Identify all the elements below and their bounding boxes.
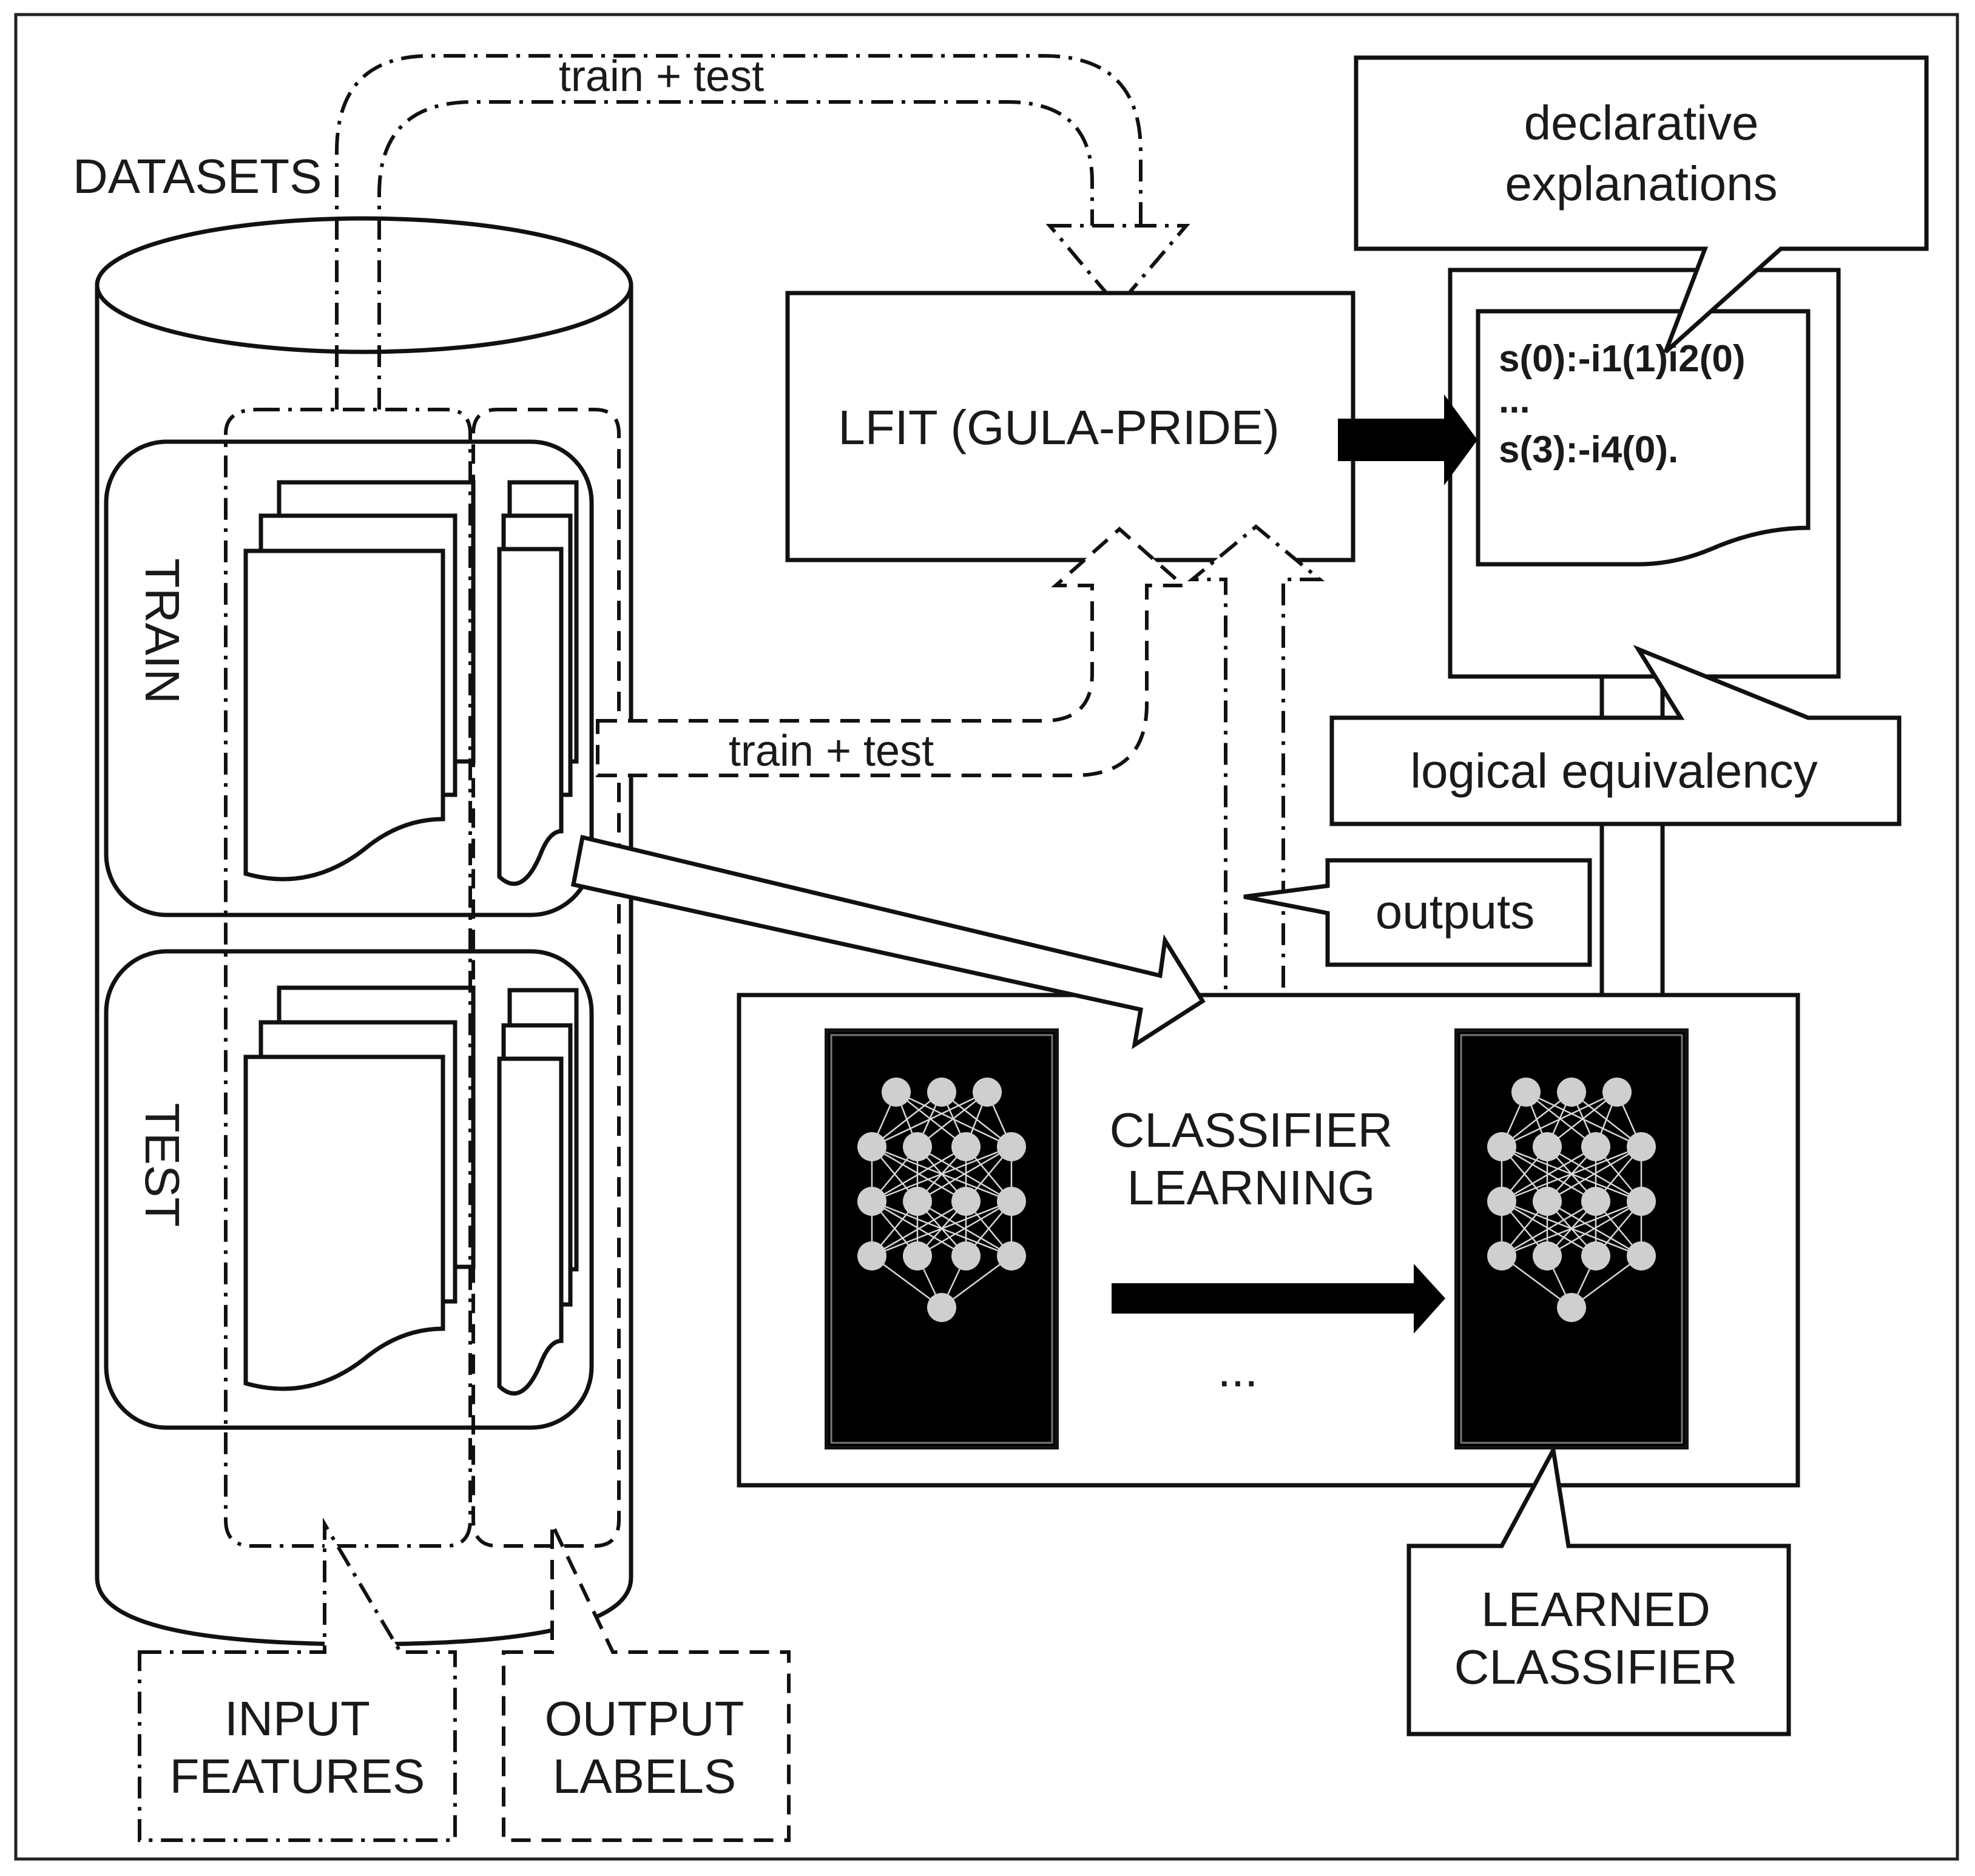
train-test-top-arrow (335, 54, 1190, 410)
learned-classifier-line1: LEARNED (1481, 1582, 1710, 1636)
outputs-callout (1243, 858, 1592, 967)
network-node (927, 1293, 956, 1322)
initial-classifier (825, 1028, 1059, 1449)
network-node (1487, 1132, 1516, 1161)
network-node (1487, 1241, 1516, 1270)
learning-progress-arrow (1112, 1264, 1445, 1334)
network-node (903, 1132, 932, 1161)
learned-classifier-callout (1406, 1443, 1791, 1736)
network-node (1557, 1078, 1586, 1107)
network-edge (871, 1200, 967, 1257)
network-edge (1501, 1146, 1642, 1203)
network-node (1533, 1132, 1562, 1161)
network-edge (1501, 1092, 1572, 1147)
train-test-mid-arrow (596, 526, 1188, 777)
declarative-explanations-callout (1354, 55, 1929, 354)
train-label-documents (497, 480, 579, 886)
train-test-mid-label: train + test (729, 727, 934, 775)
output-labels-callout (502, 1523, 791, 1842)
train-feature-documents (243, 480, 476, 882)
network-node (951, 1241, 981, 1270)
classifier-learning-line2: LEARNING (1127, 1161, 1376, 1215)
network-node (1487, 1187, 1516, 1216)
rule-ellipsis: ... (1499, 379, 1530, 421)
network-edge (917, 1200, 1012, 1257)
network-edge (1501, 1200, 1596, 1257)
neural-network-icon-right (1487, 1078, 1656, 1322)
network-edge (1501, 1146, 1596, 1203)
network-node (1533, 1187, 1562, 1216)
rule-1: s(0):-i1(1)i2(0) (1499, 338, 1746, 380)
network-node (1581, 1132, 1610, 1161)
network-node (1627, 1241, 1656, 1270)
datasets-label: DATASETS (73, 149, 322, 203)
network-edge (1547, 1092, 1618, 1147)
lfit-label: LFIT (GULA-PRIDE) (838, 400, 1280, 454)
logical-equivalency-callout (1329, 644, 1902, 826)
network-edge (917, 1092, 988, 1147)
network-node (997, 1187, 1026, 1216)
network-edge (871, 1146, 967, 1203)
network-node (973, 1078, 1002, 1107)
input-features-line2: FEATURES (170, 1749, 425, 1803)
input-features-callout (138, 1517, 457, 1842)
network-node (1581, 1241, 1610, 1270)
learned-classifier-line2: CLASSIFIER (1454, 1640, 1738, 1694)
network-node (1511, 1078, 1541, 1107)
network-edge (1501, 1091, 1618, 1148)
declarative-line1: declarative (1524, 96, 1759, 150)
network-edge (1547, 1200, 1642, 1257)
rules-page (1476, 309, 1811, 567)
input-features-region (224, 408, 472, 1548)
network-node (1627, 1132, 1656, 1161)
network-edge (871, 1146, 1012, 1203)
lfit-box (785, 291, 1355, 562)
network-edge (871, 1200, 1012, 1257)
network-edge (1547, 1146, 1642, 1203)
network-node (1627, 1187, 1656, 1216)
rule-2: s(3):-i4(0). (1499, 429, 1678, 471)
network-node (997, 1132, 1026, 1161)
lfit-to-rules-arrow (1338, 394, 1477, 485)
network-edge (871, 1092, 942, 1147)
network-node (903, 1187, 932, 1216)
network-node (857, 1132, 886, 1161)
outer-frame (14, 13, 1959, 1861)
network-edge (917, 1146, 1012, 1203)
network-node (1602, 1078, 1632, 1107)
network-edge (871, 1091, 988, 1148)
output-labels-line2: LABELS (553, 1749, 736, 1803)
neural-network-icon-left (857, 1078, 1026, 1322)
network-node (857, 1187, 886, 1216)
network-node (1581, 1187, 1610, 1216)
test-label-documents (497, 988, 579, 1396)
test-label: TEST (135, 1103, 189, 1227)
logical-equivalency-label: logical equivalency (1410, 744, 1818, 798)
network-node (903, 1241, 932, 1270)
network-node (951, 1187, 981, 1216)
output-labels-region (471, 408, 621, 1548)
outputs-label: outputs (1376, 885, 1534, 939)
network-node (1557, 1293, 1586, 1322)
declarative-line2: explanations (1505, 157, 1777, 211)
output-labels-line1: OUTPUT (545, 1692, 744, 1746)
input-features-line1: INPUT (225, 1692, 370, 1746)
classifier-learning-line1: CLASSIFIER (1110, 1103, 1393, 1157)
network-node (997, 1241, 1026, 1270)
classifier-ellipsis: ... (1218, 1343, 1258, 1397)
train-label: TRAIN (135, 558, 189, 704)
network-node (927, 1078, 956, 1107)
network-node (1533, 1241, 1562, 1270)
learned-classifier (1454, 1028, 1689, 1449)
network-node (951, 1132, 981, 1161)
train-to-classifier-arrow (570, 834, 1206, 1050)
test-feature-documents (243, 985, 476, 1391)
datasets-cylinder (95, 216, 633, 1647)
network-node (857, 1241, 886, 1270)
network-edge (1501, 1200, 1642, 1257)
train-test-top-label: train + test (559, 52, 764, 101)
network-node (882, 1078, 911, 1107)
